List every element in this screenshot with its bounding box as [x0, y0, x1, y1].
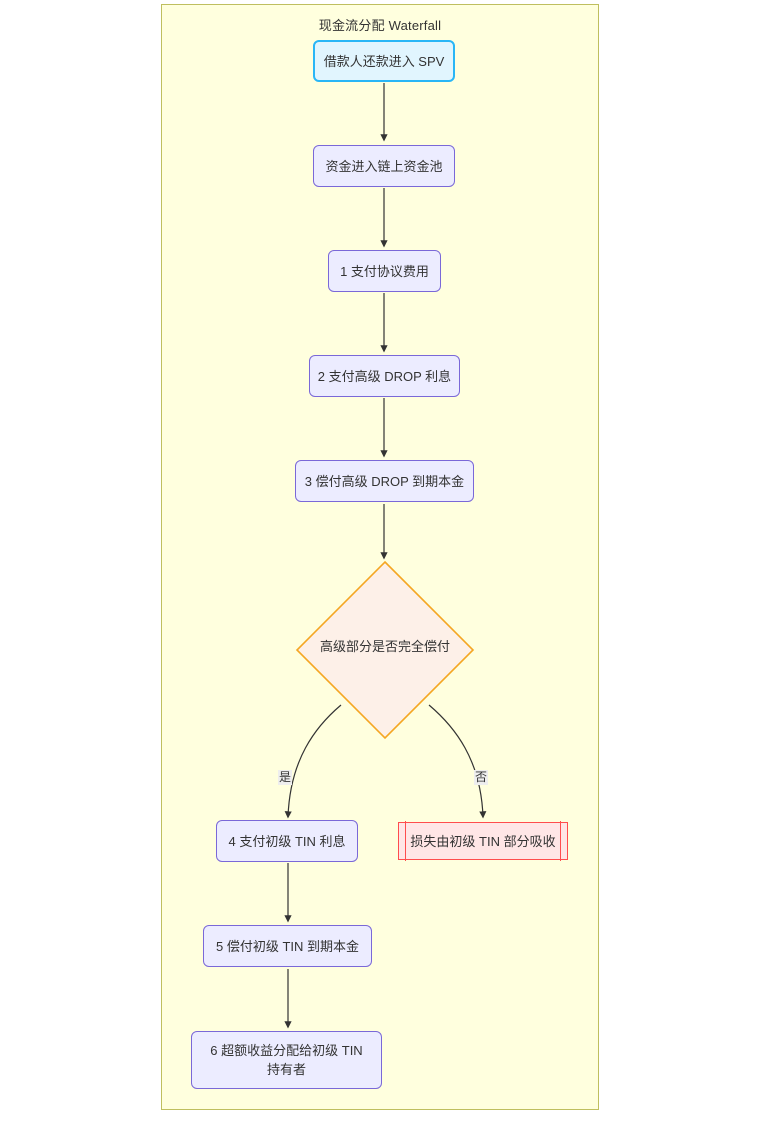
node-label-line-2: 持有者	[266, 1062, 306, 1077]
node-borrower-repayment-spv[interactable]: 借款人还款进入 SPV	[313, 40, 455, 82]
diagram-title: 现金流分配 Waterfall	[318, 18, 442, 33]
edge-d1-n6	[284, 704, 342, 819]
edge-label-yes: 是	[278, 770, 293, 785]
node-repay-senior-drop-principal[interactable]: 3 偿付高级 DROP 到期本金	[295, 460, 474, 502]
node-pay-protocol-fees[interactable]: 1 支付协议费用	[328, 250, 441, 292]
node-decision-senior-fully-repaid[interactable]: 高级部分是否完全偿付	[319, 639, 450, 654]
node-pay-senior-drop-interest[interactable]: 2 支付高级 DROP 利息	[309, 355, 460, 397]
node-funds-enter-onchain-pool[interactable]: 资金进入链上资金池	[313, 145, 455, 187]
edge-label-no: 否	[474, 770, 489, 785]
node-loss-absorbed-by-junior-tin[interactable]: 损失由初级 TIN 部分吸收	[398, 821, 568, 861]
node-excess-yield-to-junior-tin-holders[interactable]: 6 超额收益分配给初级 TIN 持有者	[191, 1031, 382, 1089]
edge-d1-n7	[428, 704, 487, 819]
node-pay-junior-tin-interest[interactable]: 4 支付初级 TIN 利息	[216, 820, 358, 862]
node-repay-junior-tin-principal[interactable]: 5 偿付初级 TIN 到期本金	[203, 925, 372, 967]
node-label-line-1: 6 超额收益分配给初级 TIN	[210, 1043, 363, 1058]
